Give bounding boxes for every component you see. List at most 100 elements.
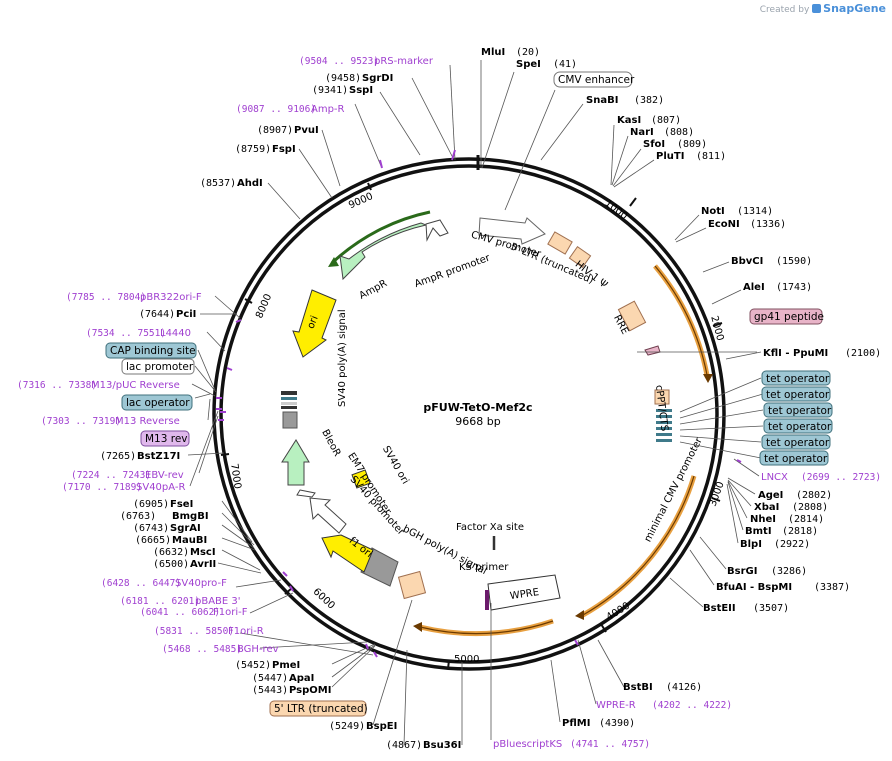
primer-lncx-range: (2699 .. 2723) xyxy=(801,472,881,483)
wpre-label: WPRE xyxy=(509,587,539,602)
ks-primer-label: KS primer xyxy=(459,562,509,573)
enzyme-pspomi-pos: (5443) xyxy=(252,685,288,696)
enzyme-bstbi: BstBI xyxy=(623,682,653,693)
primer-prs-marker-range: (9504 .. 9523) xyxy=(299,56,379,67)
enzyme-kfli-ppumi: KflI - PpuMI xyxy=(763,348,828,359)
svg-text:3000: 3000 xyxy=(708,480,727,508)
tet-op-box-4 xyxy=(763,418,833,434)
wpre-arrow xyxy=(487,574,561,611)
enzyme-snabi: SnaBI xyxy=(586,95,618,106)
enzyme-fspi-pos: (8759) xyxy=(235,144,271,155)
tet-op-box-2 xyxy=(761,386,831,402)
primer-ebv-rev: EBV-rev xyxy=(145,470,184,481)
tet-operator-stack xyxy=(656,409,672,442)
primer-sv40pro-f-range: (6428 .. 6447) xyxy=(101,578,181,589)
tet-op-label-4: tet operator xyxy=(768,421,832,433)
enzyme-sgrdi: SgrDI xyxy=(362,73,393,84)
enzyme-msci-pos: (6632) xyxy=(153,547,189,558)
sv40-polya-stack xyxy=(281,391,297,409)
enzyme-bbvci: BbvCI xyxy=(731,256,763,267)
enzyme-bsteii: BstEII xyxy=(703,603,736,614)
lac-operator-box xyxy=(121,394,193,411)
ltr5-box xyxy=(547,231,573,255)
tet-op-box-1 xyxy=(761,370,831,386)
ampr-label: AmpR xyxy=(358,278,390,302)
lac-promoter-label: lac promoter xyxy=(126,361,194,373)
enzyme-sfoi-pos: (809) xyxy=(677,139,707,150)
primer-sv40pro-f: SV40pro-F xyxy=(175,578,227,589)
primer-l4440-range: (7534 .. 7551) xyxy=(86,328,166,339)
enzyme-bbvci-pos: (1590) xyxy=(776,256,812,267)
primer-pbluescriptks: pBluescriptKS xyxy=(493,739,562,750)
primer-wpre-r: WPRE-R xyxy=(596,700,636,711)
ltr5-bottom-label: 5' LTR (truncated) xyxy=(274,703,368,715)
enzyme-bmgbi-pos: (6763) xyxy=(120,511,156,522)
enzyme-noti: NotI xyxy=(701,206,725,217)
enzyme-kasi: KasI xyxy=(617,115,641,126)
primer-l4440: L4440 xyxy=(160,328,191,339)
created-by-text: Created by xyxy=(759,5,810,15)
tick-5000: 5000 xyxy=(447,654,479,670)
ampr-primer-line xyxy=(330,210,431,265)
enzyme-sspi: SspI xyxy=(349,85,373,96)
lac-promoter-box xyxy=(121,358,195,375)
enzyme-maubi-pos: (6665) xyxy=(135,535,171,546)
cap-box xyxy=(105,342,197,359)
primer-m13puc: M13/pUC Reverse xyxy=(91,380,180,391)
enzyme-sgrdi-pos: (9458) xyxy=(325,73,361,84)
enzyme-alei: AleI xyxy=(743,282,765,293)
lac-operator-label: lac operator xyxy=(126,397,190,409)
tet-op-label-5: tet operator xyxy=(766,437,830,449)
sv40-polya-label: SV40 poly(A) signal xyxy=(337,309,348,407)
enzyme-blpi: BlpI xyxy=(740,539,762,550)
enzyme-avrii: AvrII xyxy=(190,559,216,570)
primer-pbluescriptks-range: (4741 .. 4757) xyxy=(570,739,650,750)
enzyme-sspi-pos: (9341) xyxy=(312,85,348,96)
primer-sv40pa-r: SV40pA-R xyxy=(136,482,185,493)
enzyme-bsrgi: BsrGI xyxy=(727,566,757,577)
bleor-arrow xyxy=(281,439,310,486)
snapgene-logo-icon xyxy=(812,4,822,13)
gp41-box xyxy=(749,308,823,325)
enzyme-nari: NarI xyxy=(630,127,654,138)
primer-bgh-rev: BGH-rev xyxy=(237,644,279,655)
primer-amp-r: Amp-R xyxy=(311,104,345,115)
enzyme-fspi: FspI xyxy=(272,144,296,155)
enzyme-xbai: XbaI xyxy=(754,502,779,513)
enzyme-pvui-pos: (8907) xyxy=(257,125,293,136)
enzyme-bmti: BmtI xyxy=(745,526,772,537)
enzyme-kasi-pos: (807) xyxy=(651,115,681,126)
primer-f1ori-r: F1ori-R xyxy=(228,626,264,637)
enzyme-bmti-pos: (2818) xyxy=(782,526,818,537)
enzyme-mlui: MluI xyxy=(481,47,505,58)
sv40-ori-box xyxy=(351,469,371,489)
enzyme-sgrai-pos: (6743) xyxy=(133,523,169,534)
enzyme-pspomi: PspOMI xyxy=(289,685,331,696)
enzyme-maubi: MauBI xyxy=(172,535,207,546)
m13-rev-label: M13 rev xyxy=(145,433,188,445)
primer-bgh-rev-range: (5468 .. 5485) xyxy=(162,644,242,655)
primer-f1ori-f-range: (6041 .. 6062) xyxy=(140,607,220,618)
ampr-promoter-arrow xyxy=(425,219,449,242)
primer-f1ori-f: F1ori-F xyxy=(213,607,248,618)
primer-labels: (9504 .. 9523) pRS-marker (9087 .. 9106)… xyxy=(17,56,881,750)
tet-op-label-2: tet operator xyxy=(766,389,830,401)
rre-box xyxy=(617,300,647,332)
bgh-box xyxy=(397,570,427,600)
primer-pbr322ori-f: pBR322ori-F xyxy=(140,292,202,303)
enzyme-msci: MscI xyxy=(190,547,216,558)
snapgene-name: SnapGene xyxy=(823,2,886,15)
enzyme-pflmi: PflMI xyxy=(562,718,590,729)
primer-pbabe3: pBABE 3' xyxy=(195,596,241,607)
enzyme-apai-pos: (5447) xyxy=(252,673,288,684)
inner-features xyxy=(281,217,672,611)
enzyme-bspei: BspEI xyxy=(366,721,397,732)
primer-f1ori-r-range: (5831 .. 5850) xyxy=(154,626,234,637)
hiv-psi-box xyxy=(568,245,592,269)
enzyme-apai: ApaI xyxy=(289,673,314,684)
plasmid-size: 9668 bp xyxy=(455,415,500,428)
enzyme-pvui: PvuI xyxy=(294,125,319,136)
cmv-promoter-arrow xyxy=(478,217,546,245)
enzyme-sgrai: SgrAI xyxy=(170,523,201,534)
